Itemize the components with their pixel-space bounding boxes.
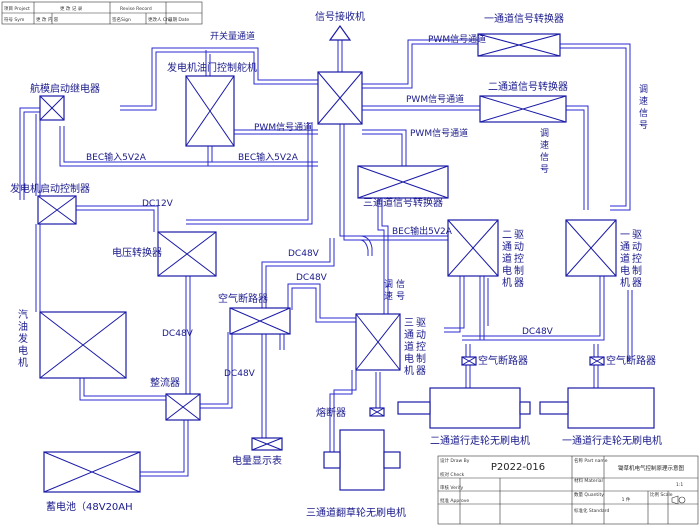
revision-sym: 符号 Sym (4, 16, 24, 23)
ch1-motor-label: 一通道行走轮无刷电机 (562, 434, 662, 447)
battery (43, 451, 141, 493)
ch1-motor-ctrl-label: 一通道电机驱动控制器 (620, 229, 642, 289)
caption-scale: 比例 Scale (650, 491, 673, 498)
air-breaker-center-label: 空气断路器 (218, 292, 268, 305)
drawing-quantity: 1 件 (622, 496, 631, 503)
dc48-label-4: DC48V (224, 369, 256, 379)
bec-out-label: BEC输出5V2A (392, 225, 453, 237)
ch1-motor (539, 387, 655, 429)
bec-in-label-2: BEC输入5V2A (238, 151, 299, 163)
antenna-icon (328, 24, 352, 41)
gen-start-controller (37, 195, 77, 225)
air-breaker-ch1 (589, 356, 605, 366)
starter-relay-label: 航模启动继电器 (30, 82, 100, 95)
caption-standard: 标准化 Standard (574, 507, 610, 514)
pwm-label-4: PWM信号通道 (410, 127, 468, 139)
ch1-converter (477, 33, 561, 57)
ch3-motor-ctrl-label: 三通道电机驱动控制器 (404, 317, 426, 377)
caption-quantity: 数量 Quantity (574, 491, 604, 498)
ch2-converter-label: 二通道信号转换器 (488, 80, 568, 93)
dc12-label: DC12V (142, 199, 174, 209)
battery-label: 蓄电池（48V20AH (46, 500, 133, 513)
pwm-label-1: PWM信号通道 (428, 33, 486, 45)
ch2-motor (397, 387, 531, 429)
air-breaker-ch2-label: 空气断路器 (478, 354, 528, 367)
revision-sign: 签名Sign (112, 16, 131, 23)
ch3-converter (357, 165, 449, 199)
dc48-label-2: DC48V (296, 273, 328, 283)
ch3-motor-label: 三通道翻草轮无刷电机 (306, 506, 406, 519)
ch1-converter-label: 一通道信号转换器 (484, 12, 564, 25)
dc48-label-5: DC48V (522, 327, 554, 337)
caption-material: 材料 Material (574, 477, 603, 484)
ch2-motor-ctrl-label: 二通道电机驱动控制器 (502, 229, 524, 289)
signal-receiver (317, 71, 363, 125)
battery-meter-label: 电量显示表 (232, 454, 282, 467)
switch-channel-label: 开关量通道 (210, 30, 255, 42)
speed-label-3: 调速信号 (384, 278, 405, 302)
fuse (369, 407, 385, 417)
dc48-label-3: DC48V (162, 329, 194, 339)
ch3-motor-ctrl (355, 313, 401, 371)
revision-content: 更 改 内 容 (36, 16, 59, 23)
pwm-label-3: PWM信号通道 (254, 121, 312, 133)
signal-receiver-label: 信号接收机 (315, 10, 365, 23)
revision-date: 日期 Date (168, 17, 189, 23)
throttle-servo-label: 发电机油门控制舵机 (167, 61, 257, 74)
rectifier (165, 393, 201, 421)
caption-check: 校对 Check (440, 471, 465, 478)
dc48-label-1: DC48V (288, 249, 320, 259)
ch3-motor (323, 429, 401, 491)
speed-label-1: 调速信号 (639, 84, 648, 131)
revision-project: 项目 Project (4, 6, 30, 12)
starter-relay (39, 95, 65, 121)
ch2-motor-label: 二通道行走轮无刷电机 (430, 434, 530, 447)
ch3-converter-label: 三通道信号转换器 (363, 196, 443, 209)
ch2-motor-ctrl (447, 219, 499, 277)
revision-block: 项目 Project 更 改 记 录 Revise Record 符号 Sym … (1, 1, 203, 25)
revision-title-cn: 更 改 记 录 (60, 5, 83, 12)
gen-start-controller-label: 发电机启动控制器 (10, 182, 90, 195)
caption-draw: 设计 Draw By (440, 457, 470, 464)
pwm-label-2: PWM信号通道 (406, 93, 464, 105)
air-breaker-ch1-label: 空气断路器 (606, 354, 656, 367)
title-block: P2022-016 锄草机电气控制原理示意图 1 件 1:1 设计 Draw B… (437, 455, 699, 525)
projection-symbol-icon (671, 495, 686, 505)
air-breaker-center (229, 307, 291, 335)
caption-approve: 批准 Approve (440, 497, 469, 504)
fuse-label: 熔断器 (316, 406, 346, 419)
voltage-converter-label: 电压转换器 (112, 246, 162, 259)
caption-partname: 名称 Part name (574, 457, 608, 464)
drawing-scale: 1:1 (676, 482, 683, 488)
ch2-converter (479, 95, 567, 123)
voltage-converter (157, 231, 217, 277)
rectifier-label: 整流器 (150, 376, 180, 389)
drawing-title: 锄草机电气控制原理示意图 (618, 464, 685, 472)
gasoline-generator (39, 311, 127, 379)
revision-title-en: Revise Record (120, 6, 152, 12)
drawing-number: P2022-016 (491, 462, 545, 473)
air-breaker-ch2 (461, 356, 477, 366)
caption-verify: 审核 Verify (440, 484, 464, 491)
speed-label-2: 调速信号 (540, 128, 549, 175)
battery-meter (251, 437, 283, 451)
throttle-servo (185, 75, 235, 147)
ch1-motor-ctrl (565, 219, 617, 277)
bec-in-label-1: BEC输入5V2A (86, 151, 147, 163)
revision-chg: 更改人 Chg (148, 16, 172, 23)
gasoline-generator-label: 汽油发电机 (18, 308, 28, 369)
